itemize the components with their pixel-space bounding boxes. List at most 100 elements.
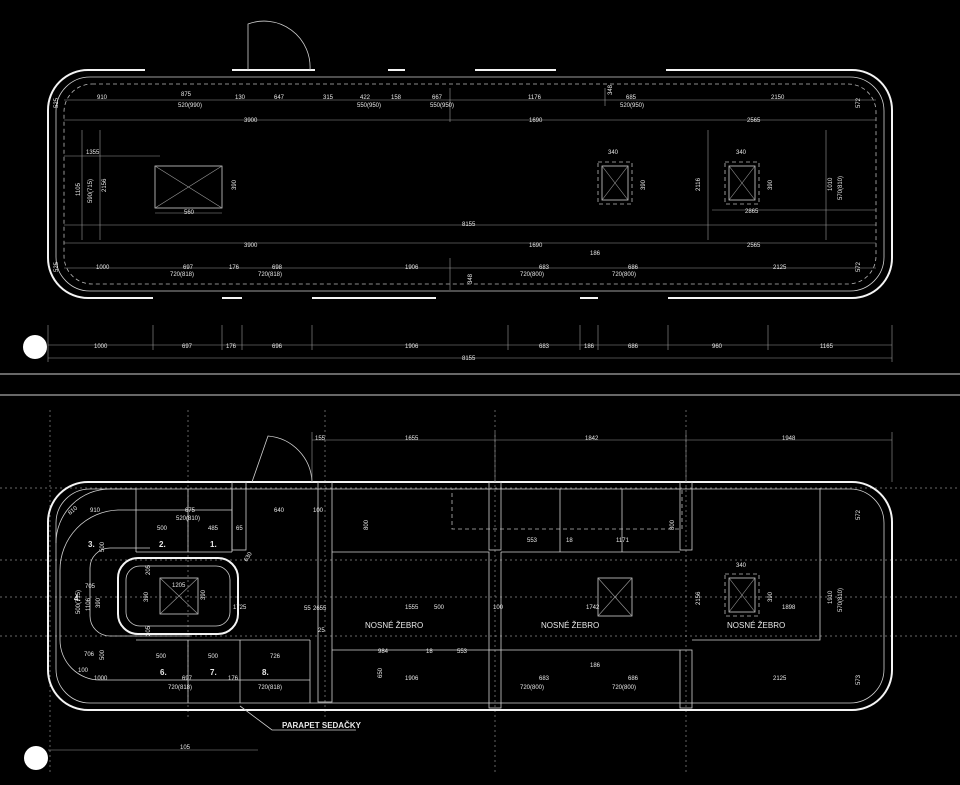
- svg-text:910: 910: [97, 95, 108, 101]
- svg-text:3900: 3900: [244, 118, 258, 124]
- svg-text:1205: 1205: [172, 583, 186, 589]
- svg-text:1725: 1725: [233, 605, 247, 611]
- seat-6: 6.: [160, 668, 167, 677]
- svg-text:720(818): 720(818): [258, 272, 282, 278]
- svg-text:667: 667: [432, 95, 443, 101]
- svg-text:698: 698: [272, 265, 283, 271]
- svg-text:2565: 2565: [747, 118, 761, 124]
- cabinet-dashed: [451, 488, 683, 530]
- svg-text:1690: 1690: [529, 118, 543, 124]
- parapet-leader: [239, 705, 356, 731]
- seat-7: 7.: [210, 668, 217, 677]
- top-section-marker: [23, 335, 47, 359]
- svg-text:130: 130: [235, 95, 246, 101]
- svg-text:1010: 1010: [828, 177, 834, 191]
- svg-text:500: 500: [157, 526, 168, 532]
- rib-2-outline: [500, 551, 680, 651]
- svg-text:572: 572: [856, 97, 862, 108]
- svg-text:1105: 1105: [76, 182, 82, 196]
- svg-text:2125: 2125: [773, 676, 787, 682]
- top-hull-inner: [55, 76, 885, 292]
- svg-text:1355: 1355: [86, 150, 100, 156]
- svg-text:422: 422: [360, 95, 371, 101]
- svg-text:560: 560: [184, 210, 195, 216]
- rib-label-2: NOSNÉ ŽEBRO: [541, 621, 599, 630]
- svg-text:573: 573: [856, 674, 862, 685]
- svg-text:720(800): 720(800): [612, 685, 636, 691]
- svg-text:960: 960: [712, 344, 723, 350]
- svg-text:683: 683: [539, 676, 550, 682]
- svg-text:1555: 1555: [405, 605, 419, 611]
- svg-text:155: 155: [315, 436, 326, 442]
- rib-3-outline: [692, 488, 821, 641]
- svg-text:390: 390: [768, 179, 774, 190]
- bottom-section-marker: [24, 746, 48, 770]
- svg-text:525: 525: [54, 97, 60, 108]
- top-dimension-labels: 910 875 130 647 315 422 158 667 1176 685…: [54, 84, 862, 284]
- bench-curve: [59, 509, 136, 681]
- svg-text:570(810): 570(810): [838, 176, 844, 200]
- svg-text:720(818): 720(818): [258, 685, 282, 691]
- svg-text:1000: 1000: [94, 676, 108, 682]
- svg-text:720(800): 720(800): [612, 272, 636, 278]
- svg-text:525: 525: [54, 261, 60, 272]
- svg-text:390: 390: [768, 591, 774, 602]
- svg-text:520(810): 520(810): [176, 516, 200, 522]
- svg-text:520(950): 520(950): [620, 103, 644, 109]
- svg-text:1000: 1000: [94, 344, 108, 350]
- bottom-skylight-3: [724, 573, 760, 617]
- svg-text:205: 205: [146, 625, 152, 636]
- svg-text:340: 340: [736, 150, 747, 156]
- svg-text:686: 686: [628, 344, 639, 350]
- top-skylight-1: [154, 165, 223, 209]
- svg-text:2156: 2156: [696, 591, 702, 605]
- svg-text:647: 647: [274, 95, 285, 101]
- svg-text:2655: 2655: [313, 606, 327, 612]
- svg-text:720(818): 720(818): [168, 685, 192, 691]
- svg-text:8155: 8155: [462, 356, 476, 362]
- svg-text:686: 686: [628, 265, 639, 271]
- svg-text:485: 485: [208, 526, 219, 532]
- top-skylight-3: [724, 161, 760, 205]
- svg-text:18: 18: [566, 538, 573, 544]
- svg-text:984: 984: [378, 649, 389, 655]
- top-hull-dashed: [63, 83, 877, 285]
- svg-text:176: 176: [226, 344, 237, 350]
- svg-text:553: 553: [457, 649, 468, 655]
- svg-text:640: 640: [274, 508, 285, 514]
- svg-text:315: 315: [323, 95, 334, 101]
- structural-columns: [231, 481, 693, 709]
- svg-text:910: 910: [90, 508, 101, 514]
- svg-text:500(715): 500(715): [76, 590, 82, 614]
- svg-text:720(818): 720(818): [170, 272, 194, 278]
- seat-4: 4.: [74, 594, 81, 603]
- svg-text:520(990): 520(990): [178, 103, 202, 109]
- svg-text:1910: 1910: [828, 590, 834, 604]
- svg-text:186: 186: [584, 344, 595, 350]
- svg-text:3900: 3900: [244, 243, 258, 249]
- svg-text:800: 800: [670, 519, 676, 530]
- svg-text:1842: 1842: [585, 436, 599, 442]
- svg-text:1690: 1690: [529, 243, 543, 249]
- svg-text:1948: 1948: [782, 436, 796, 442]
- bottom-door-swing: [251, 435, 313, 483]
- seat-2: 2.: [159, 540, 166, 549]
- svg-text:18: 18: [426, 649, 433, 655]
- svg-text:348: 348: [608, 84, 614, 95]
- svg-text:696: 696: [272, 344, 283, 350]
- svg-text:100: 100: [78, 668, 89, 674]
- svg-text:810: 810: [67, 505, 79, 516]
- svg-text:683: 683: [539, 265, 550, 271]
- parapet-label: PARAPET SEDAČKY: [282, 721, 362, 730]
- top-skylight-2: [597, 161, 633, 205]
- svg-text:1165: 1165: [820, 344, 834, 350]
- svg-text:1906: 1906: [405, 676, 419, 682]
- svg-text:720(800): 720(800): [520, 685, 544, 691]
- svg-text:340: 340: [736, 563, 747, 569]
- svg-text:1000: 1000: [96, 265, 110, 271]
- svg-text:8155: 8155: [462, 222, 476, 228]
- rib-label-1: NOSNÉ ŽEBRO: [365, 621, 423, 630]
- svg-text:55: 55: [304, 606, 311, 612]
- svg-text:697: 697: [182, 676, 193, 682]
